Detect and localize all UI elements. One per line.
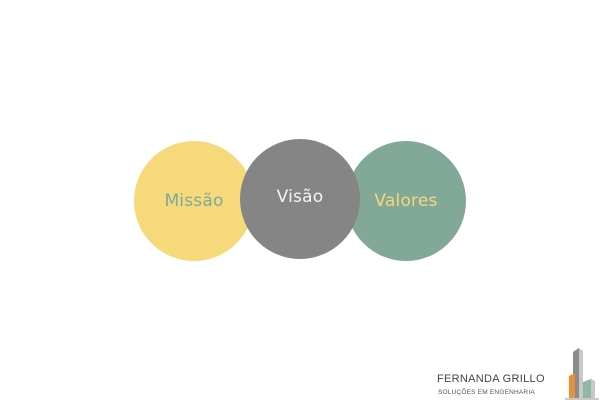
visao-circle: Visão: [240, 139, 360, 259]
building-logo-icon: [565, 348, 599, 400]
company-logo: FERNANDA GRILLO SOLUÇÕES EM ENGENHARIA: [437, 346, 600, 400]
missao-label: Missão: [164, 191, 224, 211]
valores-circle: Valores: [346, 141, 466, 261]
logo-name: FERNANDA GRILLO: [437, 373, 545, 385]
logo-tagline: SOLUÇÕES EM ENGENHARIA: [438, 389, 535, 396]
missao-circle: Missão: [134, 141, 254, 261]
valores-label: Valores: [374, 191, 438, 211]
visao-label: Visão: [276, 187, 324, 207]
